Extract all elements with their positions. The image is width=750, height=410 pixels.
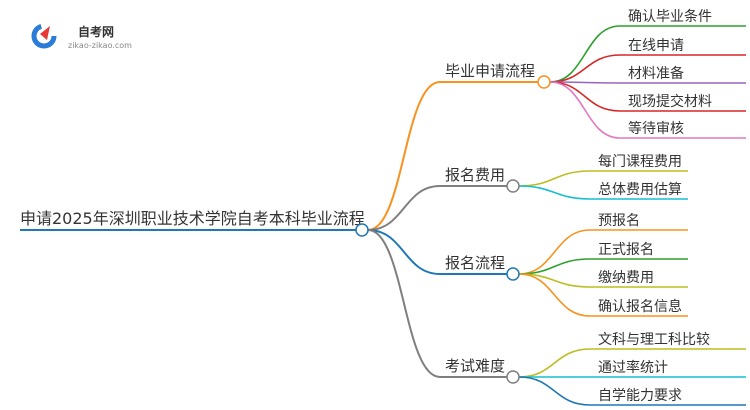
mindmap-edge bbox=[518, 376, 591, 406]
branch-connector bbox=[506, 179, 520, 193]
leaf-label: 确认毕业条件 bbox=[628, 8, 712, 25]
leaf-label: 总体费用估算 bbox=[598, 182, 682, 198]
branch-label: 报名费用 bbox=[445, 166, 505, 184]
leaf-label: 正式报名 bbox=[598, 242, 654, 258]
leaf-label: 自学能力要求 bbox=[598, 388, 682, 404]
mindmap-edge bbox=[518, 229, 591, 275]
leaf-label: 文科与理工科比较 bbox=[598, 332, 710, 348]
mindmap-edge bbox=[518, 273, 591, 317]
mindmap-edge bbox=[549, 81, 621, 112]
leaf-label: 通过率统计 bbox=[598, 359, 668, 376]
mindmap-edge bbox=[518, 348, 591, 378]
logo-domain: zikao-zikao.com bbox=[68, 41, 132, 50]
logo-icon bbox=[31, 23, 57, 49]
mindmap-edge bbox=[549, 54, 621, 83]
leaf-label: 在线申请 bbox=[628, 38, 684, 54]
mindmap-edge bbox=[367, 229, 441, 275]
logo-name: 自考网 bbox=[78, 24, 114, 39]
branch-connector bbox=[537, 75, 551, 89]
site-logo: 自考网 zikao-zikao.com bbox=[31, 23, 132, 50]
branch-connector bbox=[506, 370, 520, 384]
leaf-label: 等待审核 bbox=[628, 120, 684, 137]
root-connector bbox=[355, 223, 369, 237]
mindmap-edge bbox=[367, 185, 441, 231]
branch-node: 考试难度 bbox=[445, 357, 520, 384]
mindmap-edges bbox=[367, 25, 746, 406]
leaf-label: 缴纳费用 bbox=[598, 270, 654, 286]
branch-node: 报名流程 bbox=[445, 254, 520, 281]
mindmap-edge bbox=[518, 273, 591, 288]
leaf-label: 材料准备 bbox=[628, 65, 684, 82]
branch-label: 毕业申请流程 bbox=[445, 62, 535, 80]
branch-node: 报名费用 bbox=[445, 166, 520, 193]
mindmap-edge bbox=[367, 81, 441, 231]
mindmap-edge bbox=[518, 170, 591, 187]
leaf-label: 每门课程费用 bbox=[598, 154, 682, 170]
mindmap-edge bbox=[549, 25, 621, 83]
branch-connector bbox=[506, 267, 520, 281]
mindmap-edge bbox=[549, 81, 621, 139]
mindmap-edge bbox=[367, 229, 441, 378]
mindmap-nodes: 申请2025年深圳职业技术学院自考本科毕业流程 毕业申请流程 确认毕业条件 在线… bbox=[20, 8, 712, 404]
branch-label: 考试难度 bbox=[445, 357, 505, 375]
branch-node: 毕业申请流程 bbox=[445, 62, 551, 89]
root-label: 申请2025年深圳职业技术学院自考本科毕业流程 bbox=[20, 209, 365, 228]
leaf-label: 预报名 bbox=[598, 213, 640, 229]
mindmap-edge bbox=[518, 185, 591, 200]
leaf-label: 现场提交材料 bbox=[628, 93, 712, 110]
root-node: 申请2025年深圳职业技术学院自考本科毕业流程 bbox=[20, 209, 369, 237]
leaf-label: 确认报名信息 bbox=[598, 298, 682, 315]
branch-label: 报名流程 bbox=[445, 254, 505, 272]
